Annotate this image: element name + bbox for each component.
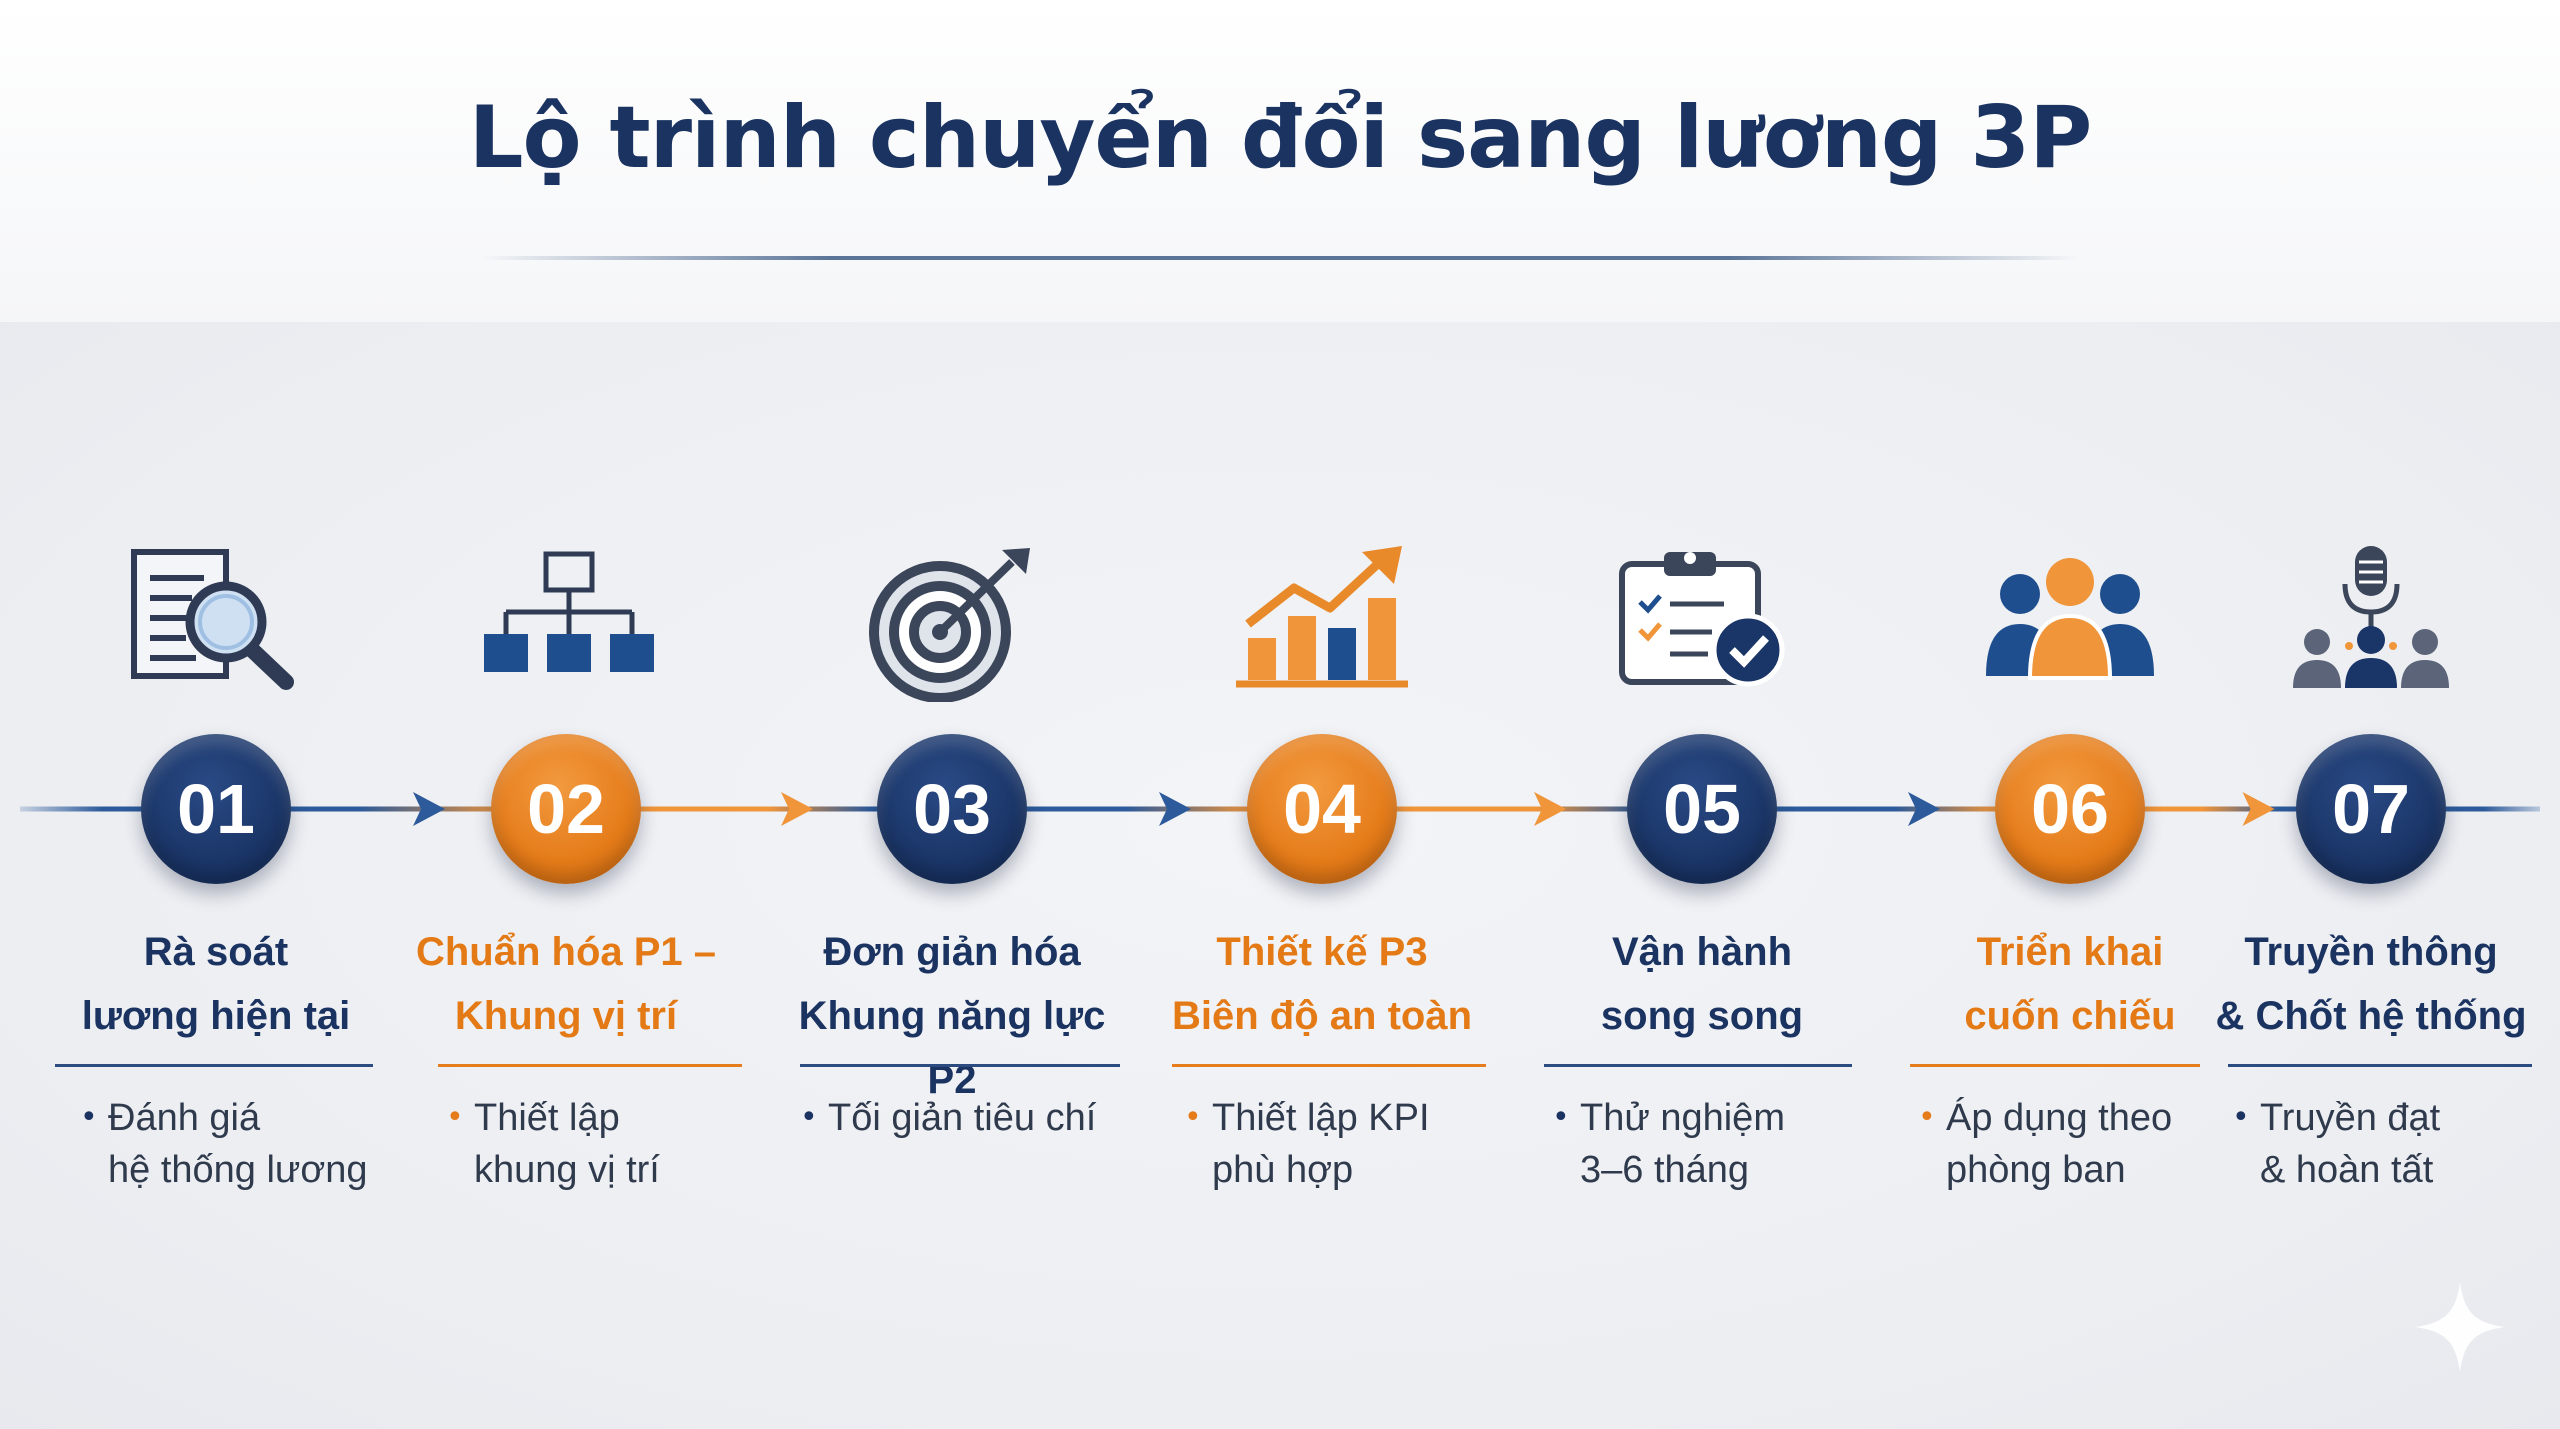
arrow-right-icon [1908,792,1940,826]
step-divider [2228,1064,2532,1067]
sparkle-icon [2415,1282,2505,1372]
step-heading-line: cuốn chiếu [1964,994,2176,1038]
step-heading-line: song song [1600,994,1804,1038]
step-number-badge: 05 [1627,734,1777,884]
step-divider [1910,1064,2200,1067]
step-bullet: Tối giản tiêu chí [828,1092,1096,1144]
step-bullet-line: Tối giản tiêu chí [828,1097,1097,1139]
bullet-dot-icon: • [1918,1100,1936,1135]
step-bullet-line: Thử nghiệm [1580,1097,1785,1139]
step-heading-line: lương hiện tại [81,994,351,1038]
microphone-audience-icon [2293,546,2449,688]
step-heading: Đơn giản hóa Khung năng lực P2 [772,920,1132,1112]
bullet-dot-icon: • [446,1100,464,1135]
step-bullet-line: Đánh giá [108,1097,261,1139]
arrow-right-icon [2242,792,2275,826]
step-heading-line: Thiết kế P3 [1216,930,1428,974]
step-bullet-line: Áp dụng theo [1946,1097,2173,1139]
arrow-right-icon [1159,792,1191,826]
step-divider [1172,1064,1486,1067]
step-bullet-line: Thiết lập [474,1097,620,1139]
step-bullet: Áp dụng theo phòng ban [1946,1092,2172,1196]
step-divider [800,1064,1120,1067]
step-heading-line: Khung vị trí [454,994,678,1038]
step-heading-line: Rà soát [143,930,289,974]
step-heading: Chuẩn hóa P1 – Khung vị trí [386,920,746,1048]
bullet-dot-icon: • [1552,1100,1570,1135]
step-heading: Truyền thông & Chốt hệ thống [2191,920,2551,1048]
step-heading-line: Truyền thông [2244,930,2498,974]
step-number-badge: 01 [141,734,291,884]
step-heading: Rà soát lương hiện tại [36,920,396,1048]
arrow-right-icon [781,792,813,826]
step-heading-line: Đơn giản hóa [823,930,1081,974]
title-divider [480,256,2080,260]
step-number-badge: 04 [1247,734,1397,884]
bullet-dot-icon: • [1184,1100,1202,1135]
step-bullet: Thử nghiệm 3–6 tháng [1580,1092,1785,1196]
step-heading-line: Biên độ an toàn [1172,994,1472,1038]
step-heading-line: Vận hành [1611,930,1793,974]
step-bullet-line: Truyền đạt [2260,1097,2441,1139]
step-divider [438,1064,742,1067]
step-bullet-line: hệ thống lương [108,1149,368,1191]
step-heading: Thiết kế P3 Biên độ an toàn [1142,920,1502,1048]
document-search-icon [131,549,294,690]
clipboard-check-icon [1619,552,1785,687]
step-number-badge: 07 [2296,734,2446,884]
target-icon [869,548,1030,702]
step-heading-line: Triển khai [1976,930,2164,974]
step-bullet-line: phù hợp [1212,1149,1354,1191]
bullet-dot-icon: • [2232,1100,2250,1135]
step-bullet: Truyền đạt & hoàn tất [2260,1092,2440,1196]
step-divider [55,1064,373,1067]
step-heading-line: & Chốt hệ thống [2215,994,2527,1038]
step-heading-line: Chuẩn hóa P1 – [415,930,717,974]
step-heading: Vận hành song song [1522,920,1882,1048]
step-bullet-line: phòng ban [1946,1149,2126,1191]
arrow-right-icon [413,792,445,826]
org-chart-icon [484,551,654,672]
team-icon [1986,558,2154,680]
bullet-dot-icon: • [800,1100,818,1135]
step-number-badge: 03 [877,734,1027,884]
step-bullet-line: & hoàn tất [2260,1149,2434,1191]
arrow-right-icon [1534,792,1566,826]
step-bullet-line: Thiết lập KPI [1212,1097,1430,1139]
step-bullet: Thiết lập khung vị trí [474,1092,660,1196]
growth-chart-icon [1236,546,1408,688]
step-bullet-line: khung vị trí [474,1149,660,1191]
step-divider [1544,1064,1852,1067]
page-title: Lộ trình chuyển đổi sang lương 3P [468,88,2093,188]
step-bullet: Đánh giá hệ thống lương [108,1092,368,1196]
timeline-connector [20,792,2540,826]
step-number-badge: 02 [491,734,641,884]
roadmap-area: 01 Rà soát lương hiện tại • Đánh giá hệ t… [0,322,2560,1429]
bullet-dot-icon: • [80,1100,98,1135]
step-bullet-line: 3–6 tháng [1580,1149,1750,1191]
step-heading-line: Khung năng lực P2 [798,994,1106,1102]
step-bullet: Thiết lập KPI phù hợp [1212,1092,1430,1196]
step-number-badge: 06 [1995,734,2145,884]
step-heading: Triển khai cuốn chiếu [1890,920,2250,1048]
header: Lộ trình chuyển đổi sang lương 3P [0,0,2560,322]
